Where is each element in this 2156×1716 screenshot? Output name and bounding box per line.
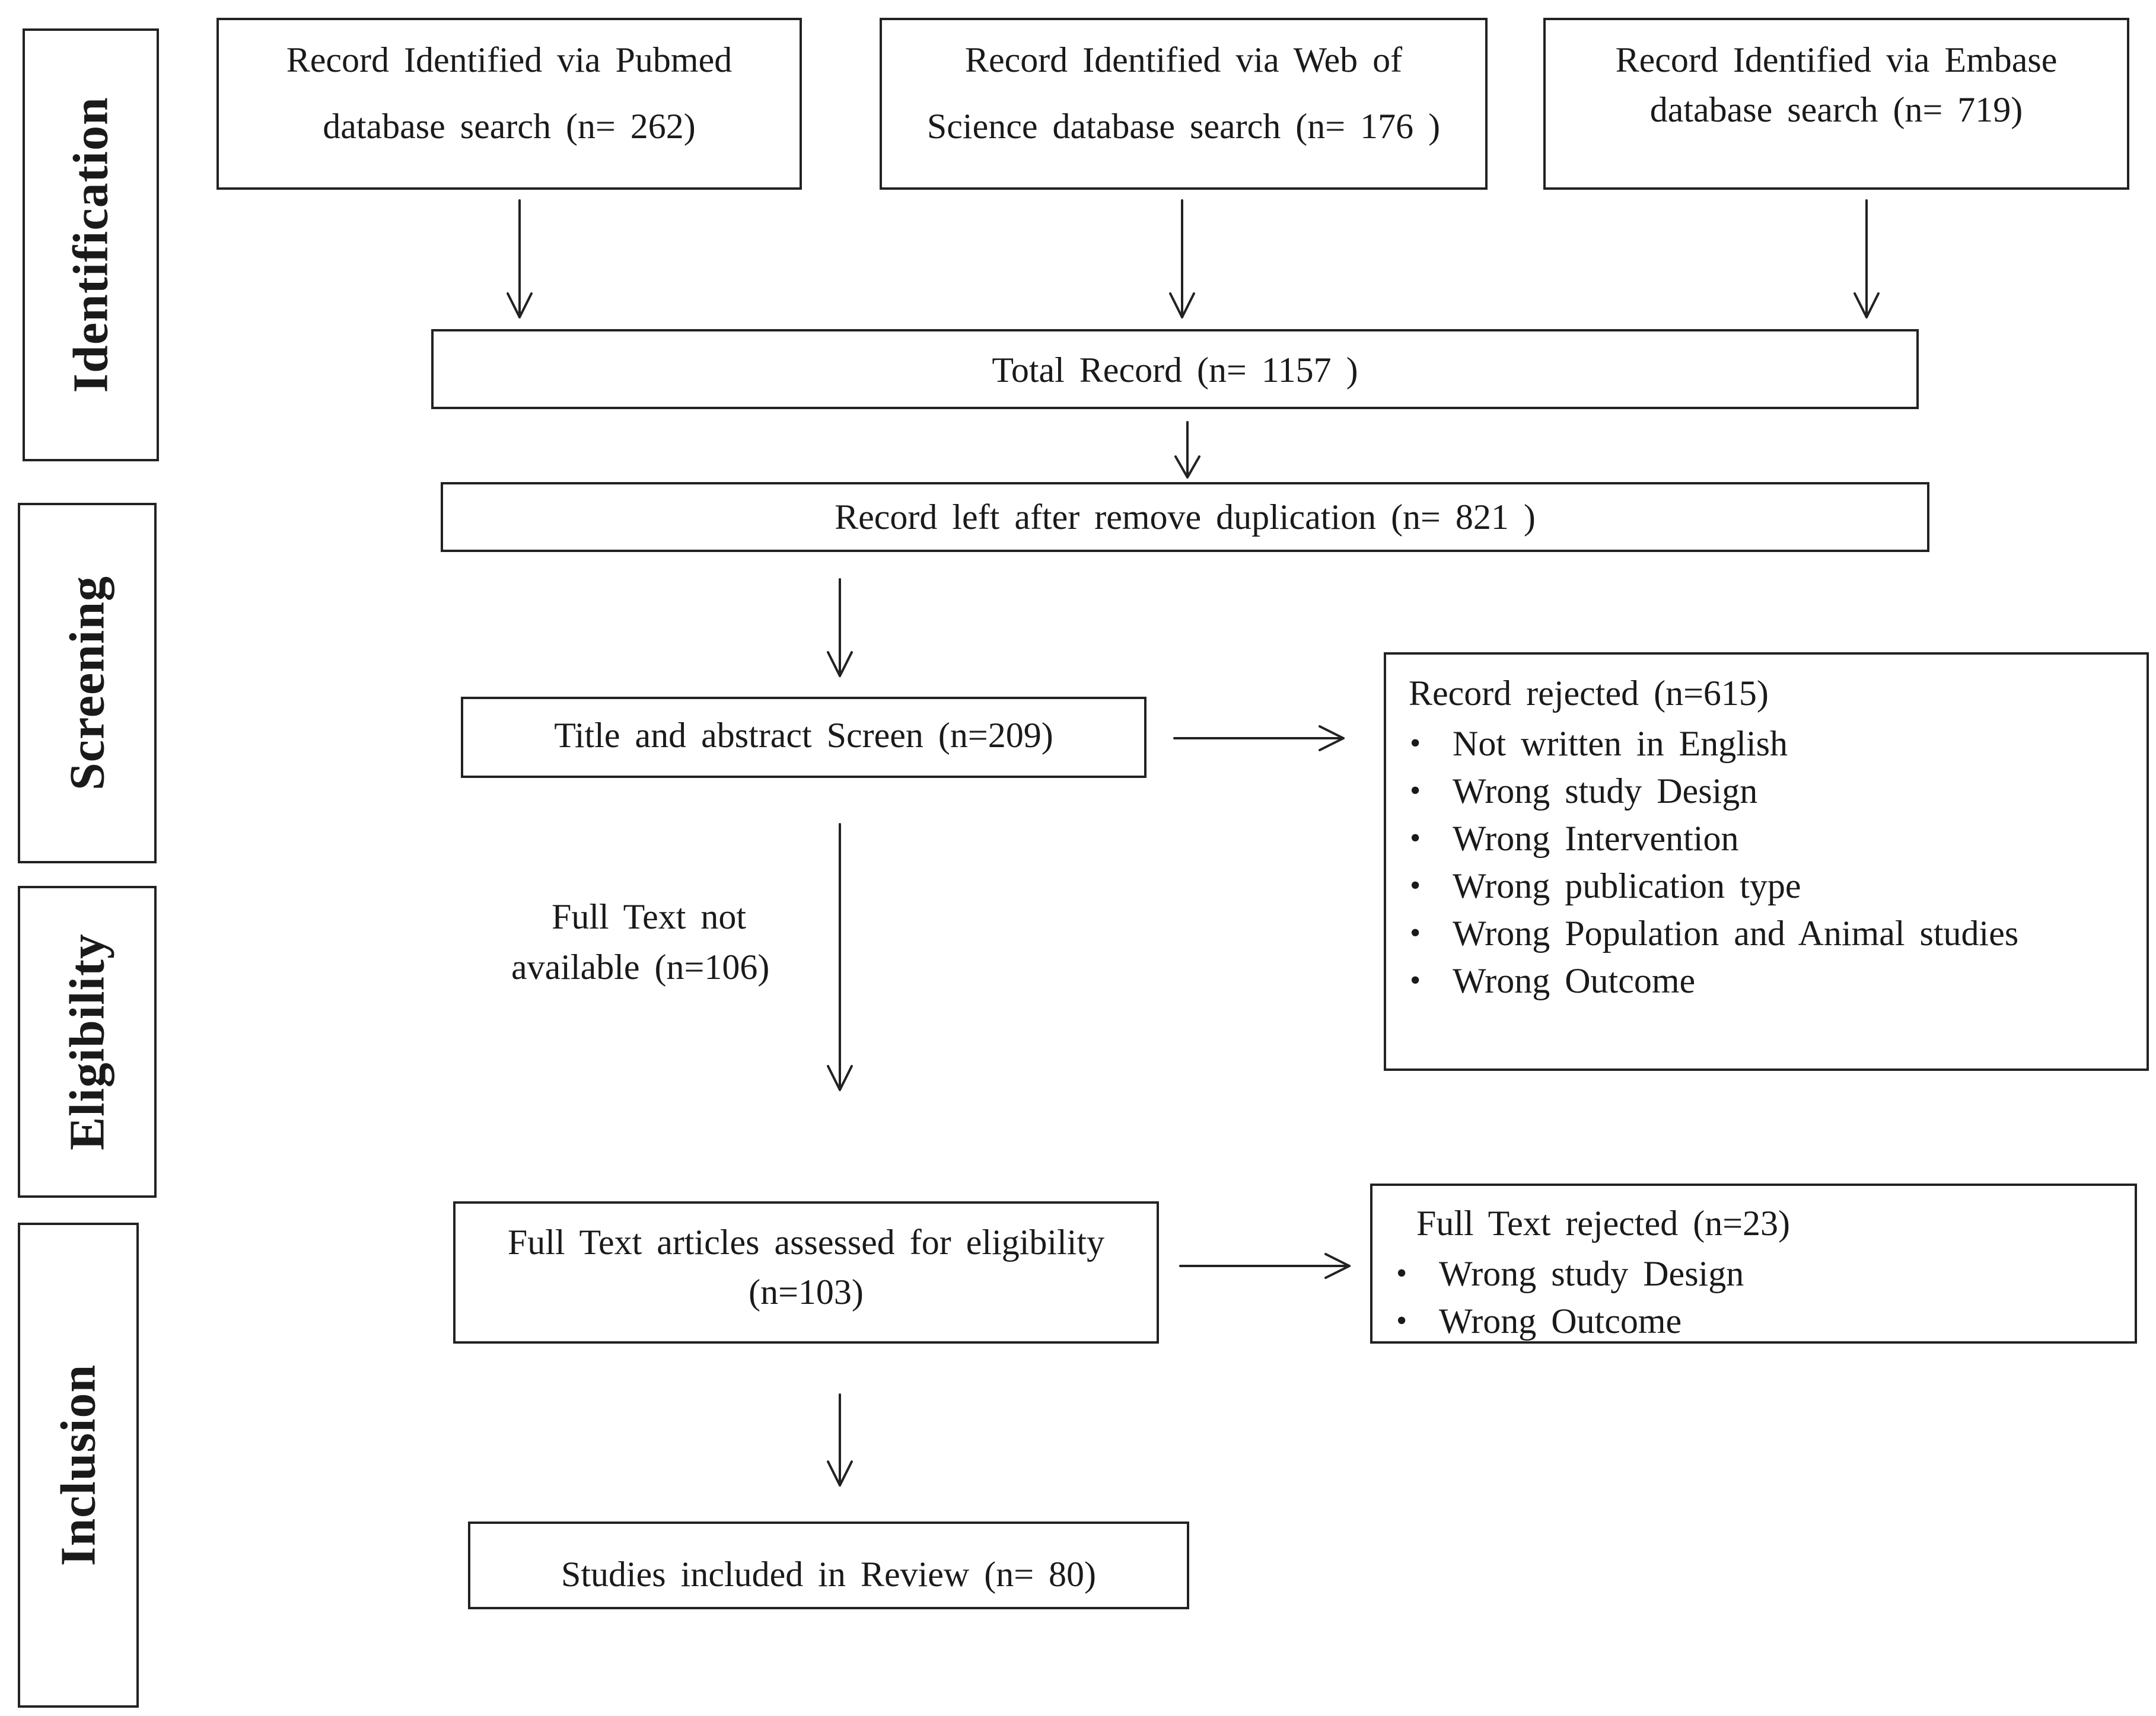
phase-eligibility: Eligibility	[18, 886, 157, 1198]
phase-identification: Identification	[23, 28, 159, 461]
full-text-assessed-line1: Full Text articles assessed for eligibil…	[507, 1223, 1105, 1262]
list-item: Wrong study Design	[1396, 1250, 1744, 1297]
list-item: Wrong study Design	[1410, 767, 2018, 815]
full-text-not-available-line1: Full Text not	[552, 897, 747, 936]
full-text-rejected-list: Wrong study Design Wrong Outcome	[1396, 1250, 1744, 1345]
list-item: Wrong Population and Animal studies	[1410, 910, 2018, 957]
phase-inclusion: Inclusion	[18, 1223, 139, 1708]
arrow-head	[827, 1460, 853, 1487]
full-text-assessed-line2: (n=103)	[749, 1272, 864, 1312]
arrow-head	[827, 1065, 853, 1091]
arrow-head	[1854, 292, 1880, 318]
full-text-rejected-box: Full Text rejected (n=23) Wrong study De…	[1370, 1184, 2137, 1345]
arrow-head	[827, 651, 853, 677]
phase-screening: Screening	[18, 503, 157, 863]
embase-box: Record Identified via Embase database se…	[1543, 18, 2129, 190]
wos-line1: Record Identified via Web of	[964, 40, 1403, 79]
list-item: Wrong Intervention	[1410, 815, 2018, 862]
arrow-head	[1174, 455, 1200, 479]
list-item: Wrong publication type	[1410, 862, 2018, 910]
title-abstract-box: Title and abstract Screen (n=209)	[461, 697, 1147, 778]
record-rejected-title: Record rejected (n=615)	[1409, 674, 1769, 713]
dedup-box: Record left after remove duplication (n=…	[441, 482, 1929, 552]
pubmed-line2: database search (n= 262)	[323, 107, 696, 146]
total-record-box: Total Record (n= 1157 )	[431, 329, 1919, 409]
wos-line2: Science database search (n= 176 )	[926, 107, 1441, 146]
studies-included-box: Studies included in Review (n= 80)	[468, 1522, 1189, 1609]
arrow-head	[1324, 1253, 1351, 1279]
pubmed-line1: Record Identified via Pubmed	[286, 40, 733, 79]
record-rejected-box: Record rejected (n=615) Not written in E…	[1384, 652, 2149, 1071]
embase-line1: Record Identified via Embase	[1615, 40, 2058, 79]
studies-included-text: Studies included in Review (n= 80)	[561, 1555, 1097, 1594]
title-abstract-text: Title and abstract Screen (n=209)	[554, 716, 1053, 755]
wos-box: Record Identified via Web of Science dat…	[880, 18, 1488, 190]
dedup-text: Record left after remove duplication (n=…	[835, 497, 1536, 537]
list-item: Wrong Outcome	[1396, 1297, 1744, 1345]
full-text-assessed-box: Full Text articles assessed for eligibil…	[453, 1201, 1159, 1344]
record-rejected-list: Not written in English Wrong study Desig…	[1410, 720, 2018, 1004]
pubmed-box: Record Identified via Pubmed database se…	[216, 18, 802, 190]
list-item: Wrong Outcome	[1410, 957, 2018, 1004]
arrow-head	[1169, 292, 1195, 318]
arrow-head	[507, 292, 533, 318]
arrow-head	[1319, 725, 1345, 751]
total-record-text: Total Record (n= 1157 )	[992, 350, 1358, 390]
full-text-rejected-title: Full Text rejected (n=23)	[1416, 1204, 1791, 1243]
list-item: Not written in English	[1410, 720, 2018, 767]
embase-line2: database search (n= 719)	[1649, 90, 2023, 129]
full-text-not-available-line2: available (n=106)	[511, 948, 770, 987]
